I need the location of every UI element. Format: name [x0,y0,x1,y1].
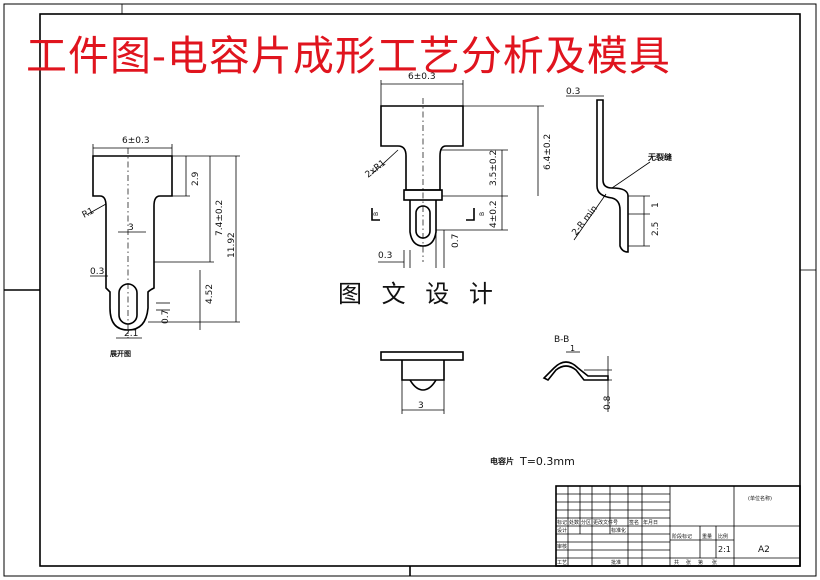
left-dim-neck: 3 [128,223,134,233]
section-dim-height: 0.8 [603,395,613,410]
paper-border [3,3,817,577]
mid-dim-slot: 0.3 [378,251,392,261]
section-dim-top: 1 [570,344,575,353]
left-dim-top-width: 6±0.3 [122,136,150,146]
left-dim-h1: 2.9 [191,171,201,186]
tb-label: 重量 [702,533,712,540]
section-title: B-B [554,335,569,345]
title-block [555,485,801,567]
tb-label: 张 [712,559,717,566]
mid-dim-h-mid: 3.5±0.2 [489,150,499,186]
side-dim-h2: 2.5 [651,222,661,236]
tb-label: 第 [698,559,703,566]
mid-dim-top-width: 6±0.3 [408,72,436,82]
tb-sheet: A2 [758,545,770,555]
tb-label: 设计 [557,527,567,534]
tb-label: 批准 [611,559,621,566]
side-dim-h1: 1 [651,202,661,208]
bottom-top-view [380,351,464,414]
tb-label: 更改文件号 [593,519,618,526]
tb-scale: 2:1 [718,545,731,554]
tb-label: 处数 [569,519,579,526]
tb-label: 标记 [557,519,567,526]
left-view-caption: 展开图 [109,349,131,358]
left-dim-tip: 2.1 [124,329,138,339]
side-note: 无裂缝 [647,152,672,162]
tb-label: 共 [674,559,679,566]
tb-label: 标准化 [611,527,626,534]
left-dim-radius: R1 [81,206,96,220]
tb-label: 比例 [718,533,728,540]
left-flat-view [87,144,240,339]
tb-label: 张 [686,559,691,566]
center-caption: 图 文 设 计 [338,280,499,308]
side-bent-view [566,95,651,253]
note-label: 电容片 [490,456,514,466]
left-dim-slot-gap: 0.3 [90,267,104,277]
note-thickness: T=0.3mm [519,455,575,468]
left-dim-total: 11.92 [227,232,237,258]
tb-label: 审核 [557,543,567,550]
section-bb-view [542,351,612,412]
tb-label: 分区 [581,519,591,526]
side-dim-top: 0.3 [566,87,580,97]
left-dim-bottom: 0.7 [161,310,171,324]
tb-label: 签名 [629,519,639,526]
tb-drawing-no: (单位名称) [748,495,772,502]
mid-dim-h-total: 6.4±0.2 [543,134,553,170]
middle-front-view [371,80,544,268]
mid-section-mark-left: B [373,212,380,216]
left-dim-h2: 7.4±0.2 [215,200,225,236]
banner-title: 工件图-电容片成形工艺分析及模具 [26,32,671,80]
tb-label: 年月日 [643,519,658,526]
mid-dim-h-low: 4±0.2 [489,200,499,228]
mid-dim-bot: 0.7 [451,234,461,248]
mid-section-mark-right: B [479,212,486,216]
bottom-dim-width: 3 [418,401,424,411]
tb-label: 工艺 [557,560,567,566]
tb-label: 阶段标记 [672,533,692,540]
left-dim-lower: 4.52 [205,284,215,304]
